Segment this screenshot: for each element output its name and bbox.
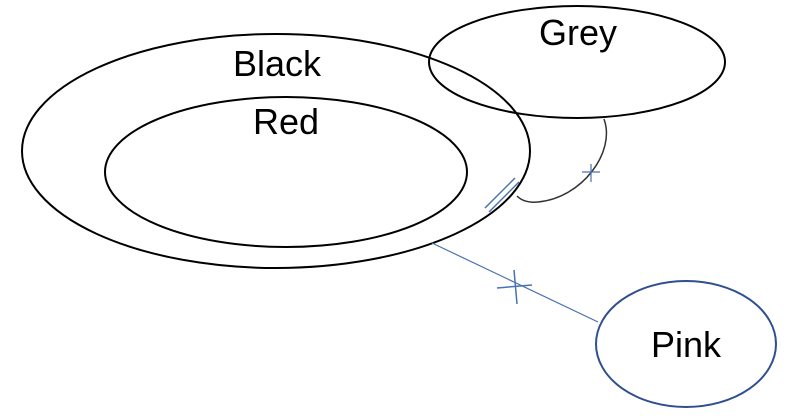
pink-ellipse[interactable] — [595, 280, 777, 408]
label-grey: Grey — [539, 12, 617, 53]
connector-cross-mark-h — [496, 284, 533, 289]
black-ellipse[interactable] — [21, 33, 531, 269]
label-red: Red — [253, 101, 319, 142]
label-pink: Pink — [651, 324, 722, 365]
label-black: Black — [233, 43, 322, 84]
double-tick-mark-1 — [484, 177, 516, 209]
connector-cross-mark-v — [513, 269, 518, 305]
grey-ellipse[interactable] — [428, 5, 726, 119]
grey-connector-arc — [516, 118, 608, 203]
red-ellipse[interactable] — [104, 96, 468, 248]
double-tick-mark-2 — [488, 181, 520, 213]
